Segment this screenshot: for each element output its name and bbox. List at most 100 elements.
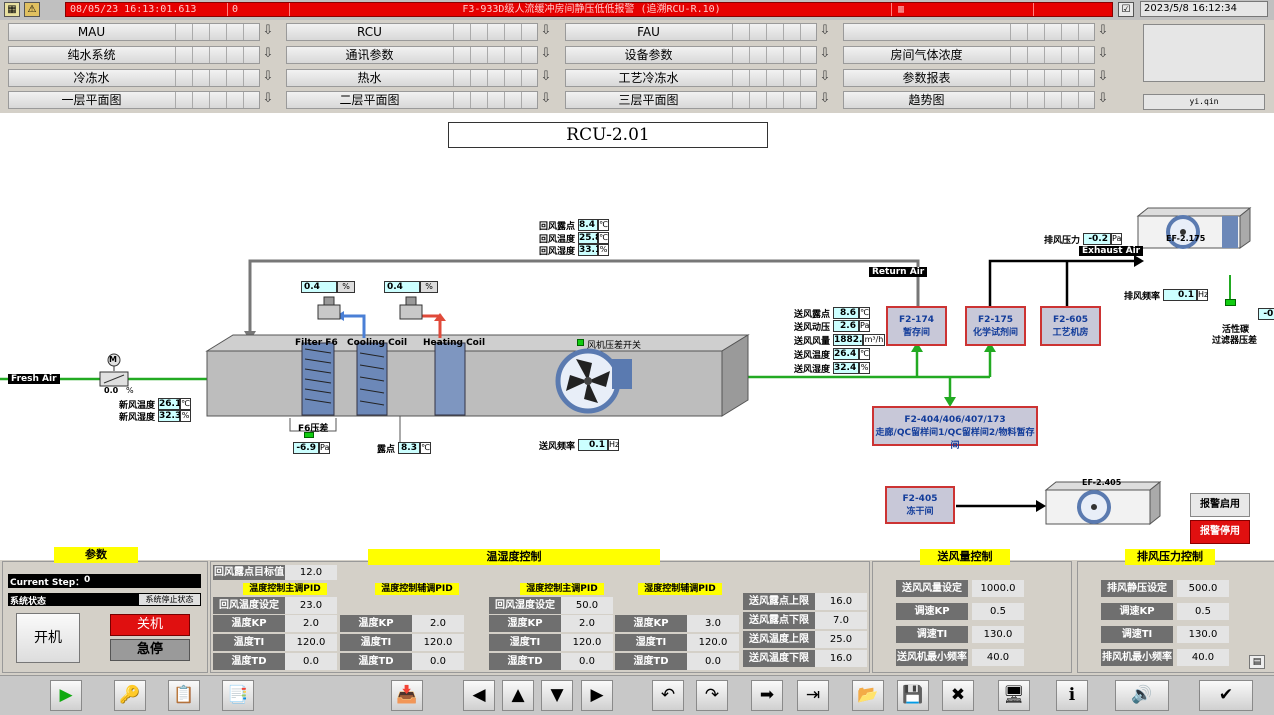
arrow-down-icon[interactable]: ⇩ [540,46,552,61]
exhaust-row-value[interactable]: 500.0 [1177,580,1229,597]
nav-button-cell [192,47,206,63]
pid-param-value[interactable]: 0.0 [687,653,739,670]
nav-button[interactable]: 三层平面图 [565,91,817,109]
acknowledge-icon[interactable]: ☑ [1118,2,1134,17]
alarm-message: F3-933D级人流缓冲房间静压低低报警 (追溯RCU-R.10) [292,3,892,16]
arrow-down-icon[interactable]: ⇩ [819,46,831,61]
arrow-down-icon[interactable]: ⇩ [540,91,552,106]
exhaust-row-value[interactable]: 0.5 [1177,603,1229,620]
pid-param-value[interactable]: 120.0 [285,634,337,651]
toolbar-button[interactable]: 📥 [391,680,423,711]
toolbar-button[interactable]: ➡ [751,680,783,711]
nav-button[interactable]: 设备参数 [565,46,817,64]
toolbar-button[interactable]: ↶ [652,680,684,711]
menu-icon[interactable]: ▦ [4,2,20,17]
nav-button[interactable]: 纯水系统 [8,46,260,64]
pid-param-value[interactable]: 2.0 [412,615,464,632]
toolbar-button[interactable]: 🔊 [1115,680,1169,711]
pid-param-value[interactable]: 2.0 [285,615,337,632]
alarm-banner[interactable]: 08/05/23 16:13:01.613 0 F3-933D级人流缓冲房间静压… [65,2,1113,17]
pid-param-value[interactable]: 0.0 [285,653,337,670]
nav-button-cell [470,47,484,63]
arrow-down-icon[interactable]: ⇩ [1097,23,1109,38]
pid-param-value[interactable]: 120.0 [561,634,613,651]
toolbar-button[interactable]: ▶ [50,680,82,711]
toolbar-button[interactable]: ✔ [1199,680,1253,711]
pid-param-value[interactable]: 120.0 [687,634,739,651]
arrow-down-icon[interactable]: ⇩ [262,91,274,106]
limit-value[interactable]: 7.0 [815,612,867,629]
nav-button[interactable]: 趋势图 [843,91,1095,109]
nav-button[interactable]: 热水 [286,69,538,87]
toolbar-button[interactable]: ↷ [696,680,728,711]
nav-button[interactable]: FAU [565,23,817,41]
nav-button-cell [1078,24,1092,40]
emergency-stop-button[interactable]: 急停 [110,639,190,661]
warning-icon[interactable]: ⚠ [24,2,40,17]
nav-button[interactable]: 冷冻水 [8,69,260,87]
alarm-disable-button[interactable]: 报警停用 [1190,520,1250,544]
screen-icon[interactable]: ▤ [1249,655,1265,669]
toolbar-button[interactable]: 📂 [852,680,884,711]
pid-param-value[interactable]: 2.0 [561,615,613,632]
arrow-down-icon[interactable]: ⇩ [1097,91,1109,106]
toolbar-button[interactable]: 🔑 [114,680,146,711]
toolbar-button[interactable]: ▲ [502,680,534,711]
nav-button[interactable]: 工艺冷冻水 [565,69,817,87]
arrow-down-icon[interactable]: ⇩ [1097,69,1109,84]
toolbar-button[interactable]: 💾 [897,680,929,711]
arrow-down-icon[interactable]: ⇩ [540,23,552,38]
arrow-down-icon[interactable]: ⇩ [262,69,274,84]
toolbar-button[interactable]: ▶ [581,680,613,711]
pid-param-value[interactable]: 120.0 [412,634,464,651]
exhaust-row-value[interactable]: 40.0 [1177,649,1229,666]
toolbar-button[interactable]: ℹ [1056,680,1088,711]
nav-button[interactable]: 参数报表 [843,69,1095,87]
nav-button[interactable]: RCU [286,23,538,41]
pid-param-value[interactable]: 3.0 [687,615,739,632]
arrow-down-icon[interactable]: ⇩ [819,91,831,106]
arrow-down-icon[interactable]: ⇩ [540,69,552,84]
arrow-down-icon[interactable]: ⇩ [262,46,274,61]
nav-button-cell [209,70,223,86]
limit-value[interactable]: 25.0 [815,631,867,648]
limit-value[interactable]: 16.0 [815,593,867,610]
alarm-enable-button[interactable]: 报警启用 [1190,493,1250,517]
stop-button[interactable]: 关机 [110,614,190,636]
toolbar-button[interactable]: 🖥 [998,680,1030,711]
toolbar-button[interactable]: 📑 [222,680,254,711]
limit-value[interactable]: 16.0 [815,650,867,667]
toolbar-button[interactable]: ▼ [541,680,573,711]
nav-button[interactable]: 二层平面图 [286,91,538,109]
toolbar-button[interactable]: ⇥ [797,680,829,711]
exhaust-row-value[interactable]: 130.0 [1177,626,1229,643]
arrow-down-icon[interactable]: ⇩ [819,23,831,38]
nav-button[interactable] [843,23,1095,41]
nav-button-cell [504,47,518,63]
arrow-down-icon[interactable]: ⇩ [262,23,274,38]
params-title: 参数 [54,547,138,563]
toolbar-button[interactable]: ◀ [463,680,495,711]
toolbar-button[interactable]: ✖ [942,680,974,711]
flow-row-value[interactable]: 40.0 [972,649,1024,666]
pid-param-value[interactable]: 0.0 [412,653,464,670]
nav-button[interactable]: MAU [8,23,260,41]
toolbar-button[interactable]: 📋 [168,680,200,711]
flow-row-value[interactable]: 130.0 [972,626,1024,643]
nav-button-cell [453,92,467,108]
nav-button[interactable]: 通讯参数 [286,46,538,64]
flow-row-value[interactable]: 1000.0 [972,580,1024,597]
arrow-down-icon[interactable]: ⇩ [1097,46,1109,61]
flow-row-value[interactable]: 0.5 [972,603,1024,620]
pid-param-value[interactable]: 0.0 [561,653,613,670]
bottom-toolbar: ▶ 🔑 📋 📑 📥 ◀▲▼ ▶ ↶ ↷ ➡ ⇥ 📂 💾 ✖ 🖥 ℹ 🔊 ✔ [0,675,1274,715]
start-button[interactable]: 开机 [16,613,80,663]
nav-button[interactable]: 一层平面图 [8,91,260,109]
nav-button[interactable]: 房间气体浓度 [843,46,1095,64]
arrow-down-icon[interactable]: ⇩ [819,69,831,84]
